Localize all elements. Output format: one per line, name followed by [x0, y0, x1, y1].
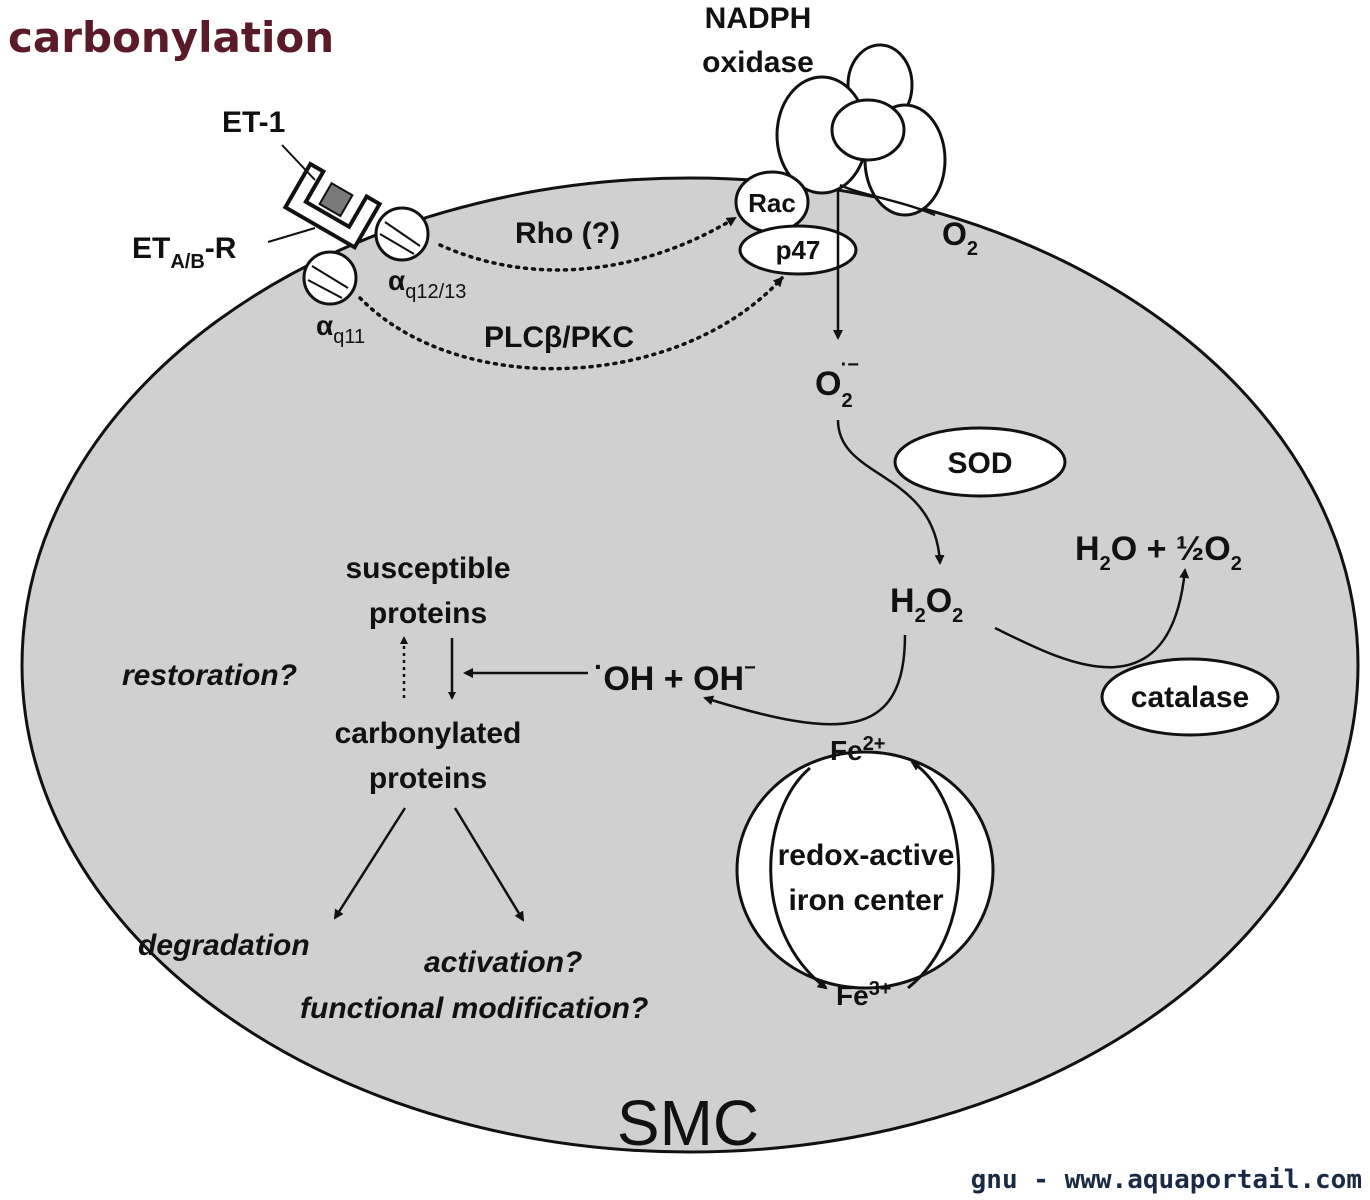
page-title: carbonylation [8, 13, 334, 62]
receptor-label: ETA/B-R [132, 232, 237, 273]
rho-label: Rho (?) [515, 217, 620, 250]
h2o2-label: H2O2 [890, 582, 963, 627]
carbonylated-proteins-line1: carbonylated [335, 717, 522, 750]
fe2-label: Fe2+ [830, 733, 886, 766]
fe3-label: Fe3+ [836, 978, 892, 1011]
plc-pathway-arrow [358, 276, 784, 371]
fe-cycle-arrow-up [907, 760, 961, 990]
alpha-q1213-label: αq12/13 [388, 265, 466, 303]
sod-enzyme [893, 426, 1067, 498]
et1-label: ET-1 [222, 106, 285, 139]
nadph-oxidase-complex [775, 43, 947, 217]
alpha-q11-label: αq11 [316, 310, 365, 348]
functional-modification-label: functional modification? [300, 992, 648, 1025]
p47-protein [738, 224, 858, 276]
eta-b-receptor [282, 161, 383, 251]
susceptible-proteins-line2: proteins [369, 597, 487, 630]
catalase-enzyme [1100, 657, 1280, 737]
iron-center-label-line1: redox-active [778, 839, 955, 872]
o2-label: O2 [942, 216, 978, 260]
p47-label: p47 [776, 235, 821, 265]
alpha-q11-subunit [302, 250, 358, 306]
fenton-arrow [703, 634, 907, 726]
watermark: gnu - www.aquaportail.com [971, 1165, 1362, 1195]
sod-arrow [836, 419, 945, 565]
smc-cell [20, 176, 1360, 1154]
receptor-leader-line [267, 227, 316, 243]
nadph-label-line1: NADPH [705, 2, 812, 35]
degradation-arrow [333, 807, 407, 920]
fe-cycle-arrow-down [769, 766, 828, 990]
catalase-arrow [994, 568, 1190, 669]
restoration-label: restoration? [122, 659, 297, 692]
activation-arrow [453, 807, 525, 922]
degradation-label: degradation [138, 929, 310, 962]
carbonylated-proteins-line2: proteins [369, 762, 487, 795]
activation-label: activation? [424, 946, 582, 979]
rac-label: Rac [748, 188, 796, 218]
o2-input-line [839, 183, 936, 217]
hydroxyl-label: ·OH + OH− [594, 651, 756, 698]
catalase-label: catalase [1131, 681, 1249, 714]
plc-pkc-label: PLCβ/PKC [484, 321, 634, 354]
nadph-label-line2: oxidase [702, 46, 814, 79]
iron-center-circle [735, 750, 995, 990]
susceptible-proteins-line1: susceptible [345, 552, 510, 585]
superoxide-label: O2·− [815, 354, 859, 412]
sod-label: SOD [947, 447, 1012, 480]
rho-pathway-arrow [438, 216, 737, 272]
smc-label: SMC [617, 1087, 759, 1159]
iron-center-label-line2: iron center [788, 884, 943, 917]
water-oxygen-label: H2O + ½O2 [1075, 530, 1242, 575]
alpha-q1213-subunit [374, 206, 430, 262]
et1-leader-line [281, 144, 316, 181]
